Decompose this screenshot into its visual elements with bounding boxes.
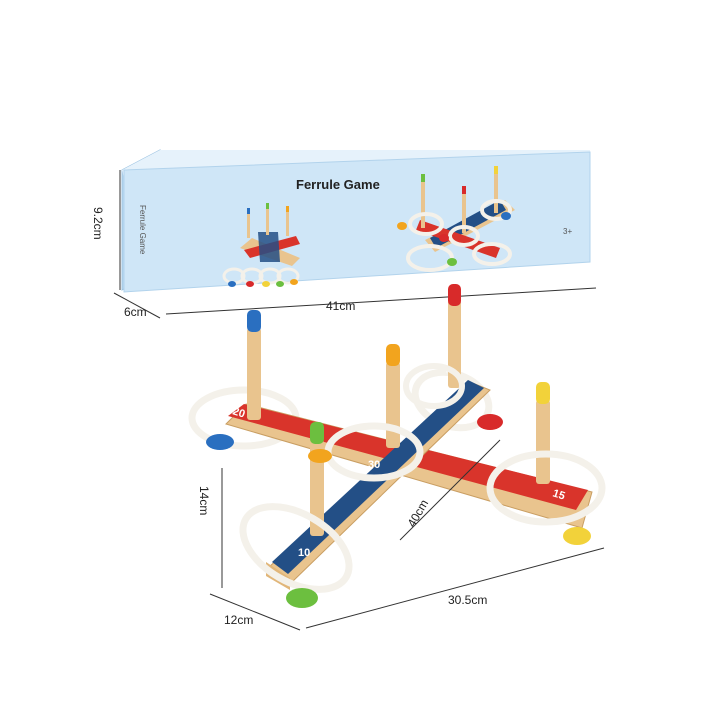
game-box: Ferrule Game Ferrule Game 3+ <box>121 149 591 293</box>
game-width-label: 30.5cm <box>448 593 487 607</box>
score-center: 30 <box>368 459 380 471</box>
ring-knot-green <box>286 588 318 608</box>
box-illustration-left <box>222 203 300 287</box>
box-length-label: 41cm <box>326 299 355 313</box>
box-dimension-lines <box>113 170 597 319</box>
ring-toss-game: 20 30 10 15 25 <box>188 284 606 608</box>
age-badge: 3+ <box>563 227 572 236</box>
peg-red <box>448 284 461 388</box>
box-front-face <box>123 151 591 293</box>
ring-knot-yellow <box>563 527 591 545</box>
box-side-label: Ferrule Game <box>138 205 147 255</box>
game-dimension-lines <box>209 439 605 631</box>
peg-yellow <box>536 382 550 484</box>
peg-green <box>310 422 324 536</box>
score-left: 20 <box>231 405 246 420</box>
ring-knot-red <box>477 414 503 430</box>
ring-knot-orange <box>308 449 332 463</box>
box-title: Ferrule Game <box>296 177 380 192</box>
game-height-label: 14cm <box>197 486 211 515</box>
box-depth-label: 6cm <box>124 305 147 319</box>
rope-ring <box>486 450 606 526</box>
rope-ring <box>239 503 353 593</box>
score-front: 10 <box>298 547 310 559</box>
score-right: 15 <box>551 487 566 502</box>
box-height-label: 9.2cm <box>91 207 105 240</box>
ring-knot-blue <box>206 434 234 450</box>
box-illustration-right <box>397 166 515 272</box>
game-depth-label: 12cm <box>224 613 253 627</box>
peg-blue <box>247 310 261 420</box>
rope-ring <box>403 363 465 409</box>
